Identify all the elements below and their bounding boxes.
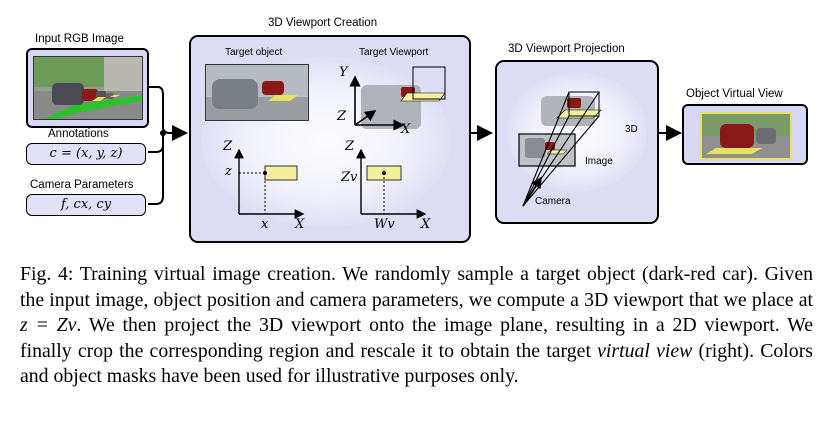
projection-diagram	[518, 91, 602, 207]
virtual-view-photo	[700, 112, 792, 160]
virtual-car-icon	[702, 114, 790, 158]
axis-3d-y: Y	[339, 65, 348, 80]
camera-params-box: f, cx, cy	[26, 194, 146, 216]
camera-params-formula: f, cx, cy	[60, 197, 112, 212]
annotations-box: c = (x, y, z)	[26, 143, 146, 165]
left-plot	[234, 148, 305, 219]
right-plot	[356, 148, 427, 219]
virtual-view-panel	[682, 104, 808, 165]
caption-text-2: . We then project the 3D viewport onto t…	[20, 314, 814, 362]
target-viewport-diagram	[349, 66, 446, 131]
target-car-icon	[206, 65, 308, 120]
caption-prefix: Fig. 4:	[20, 263, 80, 285]
input-image-photo	[33, 56, 143, 120]
figure-caption: Fig. 4: Training virtual image creation.…	[20, 262, 813, 390]
target-object-photo	[205, 64, 309, 121]
street-scene-icon	[34, 57, 142, 119]
annotations-formula: c = (x, y, z)	[49, 146, 123, 161]
figure: Input RGB Image Annotations c = (x, y, z…	[26, 17, 808, 243]
right-plot-y-mark: Zv	[341, 170, 358, 185]
target-object-label: Target object	[225, 47, 283, 58]
target-viewport-label: Target Viewport	[359, 47, 429, 58]
right-plot-x-axis: X	[421, 217, 431, 232]
connector-arrows	[148, 86, 682, 205]
left-plot-x-mark: x	[261, 217, 269, 232]
projection-camera-label: Camera	[535, 196, 571, 207]
projection-image-label: Image	[585, 156, 613, 167]
virtual-view-title: Object Virtual View	[686, 88, 783, 100]
viewport-creation-title: 3D Viewport Creation	[268, 17, 378, 29]
viewport-projection-panel: 3D Image Camera	[495, 60, 659, 224]
input-image-panel	[26, 48, 149, 128]
right-plot-x-mark: Wv	[374, 217, 395, 232]
caption-emph: virtual view	[597, 339, 693, 362]
caption-text-1: Training virtual image creation. We rand…	[20, 263, 813, 311]
left-plot-x-axis: X	[295, 217, 305, 232]
left-plot-y-axis: Z	[223, 139, 233, 154]
left-plot-y-mark: z	[225, 164, 232, 179]
viewport-creation-panel: Target object Target Viewport Y Z X	[189, 35, 471, 243]
annotations-label: Annotations	[48, 128, 109, 140]
axis-3d-x: X	[401, 122, 411, 137]
caption-text-3: (right). Colors and object masks have be…	[20, 339, 813, 388]
input-image-label: Input RGB Image	[35, 33, 124, 45]
caption-math: z = Zv	[20, 314, 77, 336]
projection-3d-label: 3D	[625, 124, 638, 135]
axis-3d-z: Z	[337, 109, 347, 124]
right-plot-y-axis: Z	[345, 139, 355, 154]
camera-params-label: Camera Parameters	[30, 179, 134, 191]
viewport-projection-title: 3D Viewport Projection	[508, 43, 625, 55]
